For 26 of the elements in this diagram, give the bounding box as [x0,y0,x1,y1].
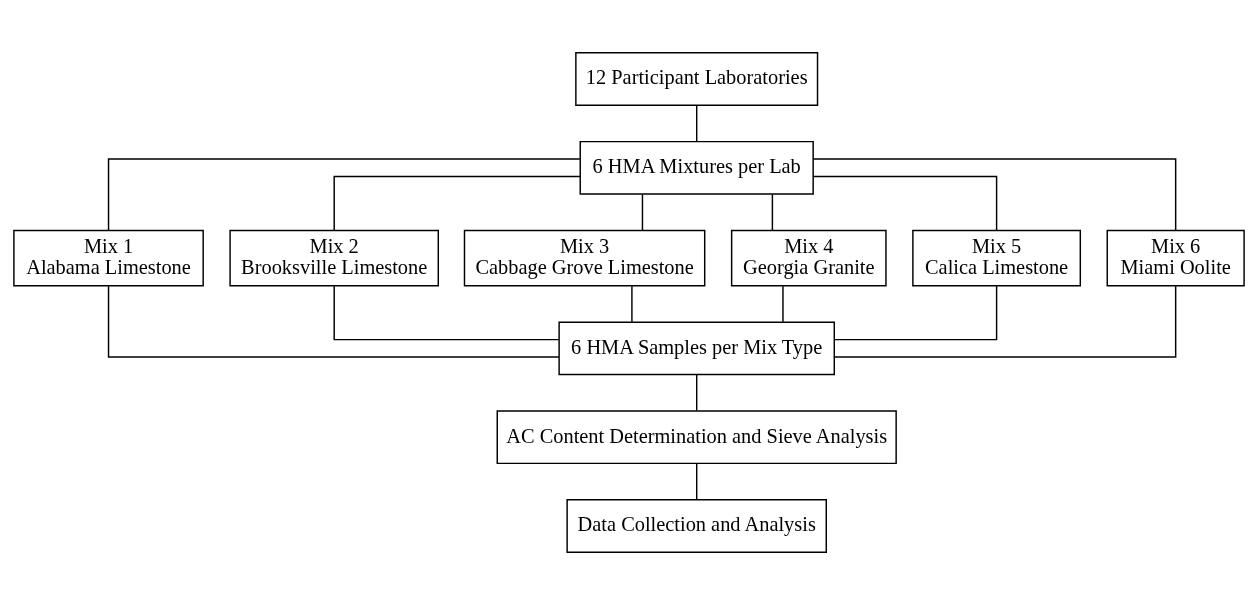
node-box: 6 HMA Samples per Mix Type [558,321,835,376]
node-box: 12 Participant Laboratories [575,52,819,106]
node-box: Mix 5 Calica Limestone [912,229,1082,287]
connector [107,158,581,231]
node-box: Mix 6 Miami Oolite [1106,229,1245,287]
connector [782,285,784,323]
connector [695,104,698,142]
node-box: Mix 4 Georgia Granite [730,229,887,287]
node-box: Mix 2 Brooksville Limestone [229,229,439,287]
connector [333,285,560,341]
connector [771,193,774,231]
node-box: 6 HMA Mixtures per Lab [579,140,814,195]
connector [695,463,698,501]
connector [333,175,581,231]
connector [812,158,1177,231]
node-box: Data Collection and Analysis [566,499,827,553]
connector [833,285,998,341]
connector [641,193,644,231]
node-box: AC Content Determination and Sieve Analysis [496,410,897,465]
connector [107,285,560,358]
node-box: Mix 3 Cabbage Grove Limestone [463,229,706,287]
connector [631,285,633,323]
connector [812,175,998,231]
connector [695,374,698,412]
node-box: Mix 1 Alabama Limestone [13,229,204,287]
connector [833,285,1177,358]
